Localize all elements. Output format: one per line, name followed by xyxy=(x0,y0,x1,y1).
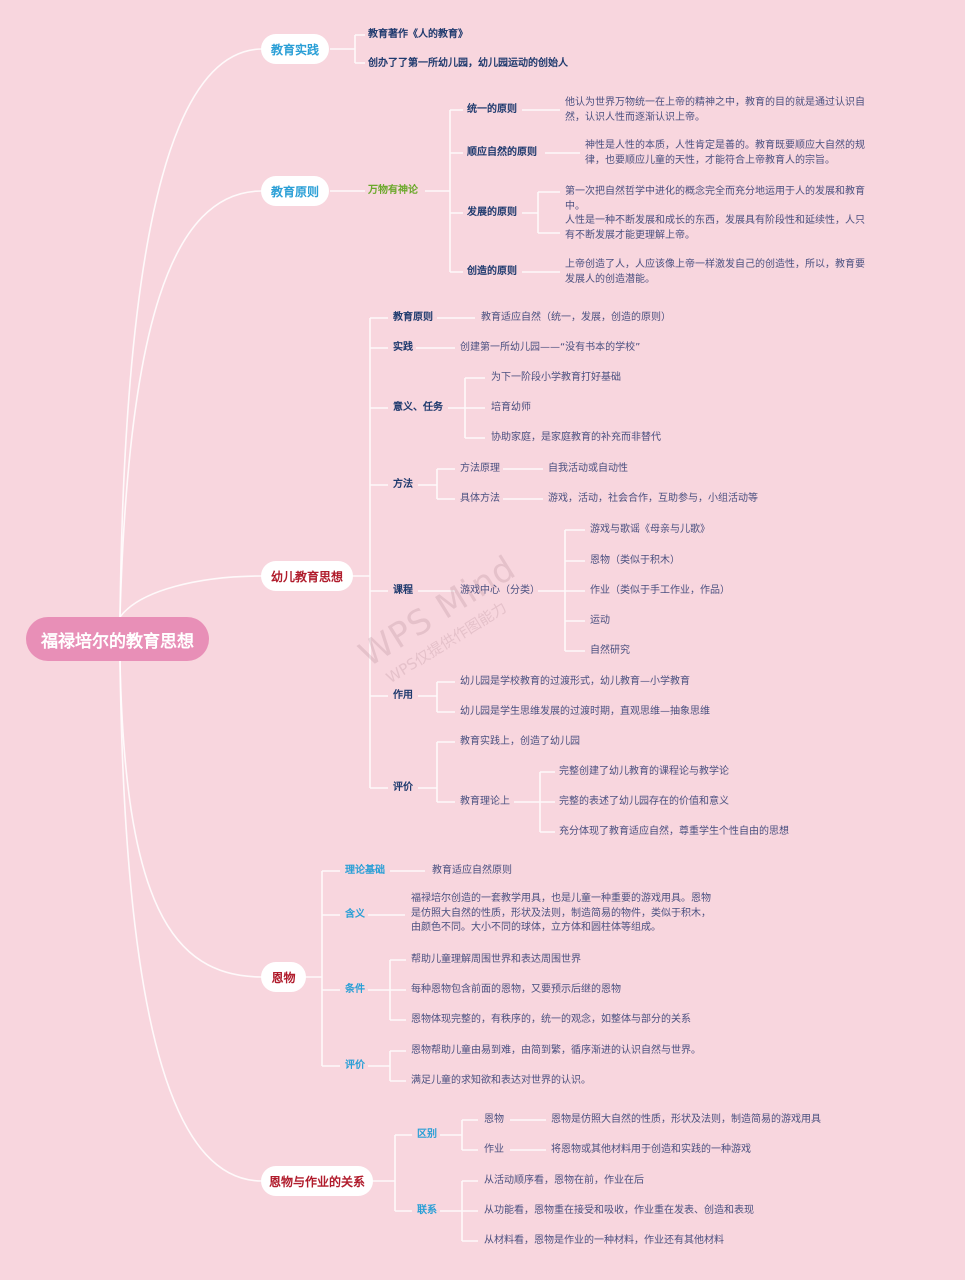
kg-course-label[interactable]: 课程 xyxy=(393,585,413,596)
kg-method-sub[interactable]: 具体方法 xyxy=(460,493,500,504)
kg-meaning-label[interactable]: 意义、任务 xyxy=(393,402,443,413)
gifts-condition-item[interactable]: 帮助儿童理解周围世界和表达周围世界 xyxy=(411,954,581,965)
gifts-condition-item[interactable]: 恩物体现完整的，有秩序的，统一的观念，如整体与部分的关系 xyxy=(411,1014,691,1025)
kg-meaning-item[interactable]: 协助家庭，是家庭教育的补充而非替代 xyxy=(491,432,661,443)
kg-method-sub[interactable]: 方法原理 xyxy=(460,463,500,474)
relation-diff-label[interactable]: 区别 xyxy=(417,1129,437,1140)
kg-eval-label[interactable]: 评价 xyxy=(393,782,413,793)
relation-conn-item[interactable]: 从材料看，恩物是作业的一种材料，作业还有其他材料 xyxy=(484,1235,724,1246)
kg-course-item[interactable]: 游戏与歌谣《母亲与儿歌》 xyxy=(590,524,710,535)
kg-principle-text[interactable]: 教育适应自然（统一，发展，创造的原则） xyxy=(481,312,671,323)
gifts-basis-text[interactable]: 教育适应自然原则 xyxy=(432,865,512,876)
kg-method-text[interactable]: 游戏，活动，社会合作，互助参与，小组活动等 xyxy=(548,493,758,504)
relation-conn-item[interactable]: 从功能看，恩物重在接受和吸收，作业重在发表、创造和表现 xyxy=(484,1205,754,1216)
branch-practice[interactable]: 教育实践 xyxy=(261,34,329,64)
gifts-eval-item[interactable]: 满足儿童的求知欲和表达对世界的认识。 xyxy=(411,1075,591,1086)
relation-diff-sub[interactable]: 恩物 xyxy=(484,1114,504,1125)
kg-course-item[interactable]: 恩物（类似于积木） xyxy=(590,555,680,566)
kg-course-center[interactable]: 游戏中心（分类） xyxy=(460,585,540,596)
practice-item[interactable]: 创办了了第一所幼儿园，幼儿园运动的创始人 xyxy=(368,58,568,69)
gifts-eval-label[interactable]: 评价 xyxy=(345,1060,365,1071)
kg-practice-text[interactable]: 创建第一所幼儿园——“没有书本的学校” xyxy=(460,342,641,353)
kg-eval-theory-item[interactable]: 充分体现了教育适应自然，尊重学生个性自由的思想 xyxy=(559,826,789,837)
kg-eval-practice[interactable]: 教育实践上，创造了幼儿园 xyxy=(460,736,580,747)
kg-practice-label[interactable]: 实践 xyxy=(393,342,413,353)
kg-course-item[interactable]: 运动 xyxy=(590,615,610,626)
gifts-meaning-label[interactable]: 含义 xyxy=(345,909,365,920)
kg-role-item[interactable]: 幼儿园是学生思维发展的过渡时期，直观思维—抽象思维 xyxy=(460,706,710,717)
kg-eval-theory-item[interactable]: 完整的表述了幼儿园存在的价值和意义 xyxy=(559,796,729,807)
root-node[interactable]: 福禄培尔的教育思想 xyxy=(26,617,209,661)
kg-eval-theory[interactable]: 教育理论上 xyxy=(460,796,510,807)
gifts-conditions-label[interactable]: 条件 xyxy=(345,984,365,995)
principle-text[interactable]: 第一次把自然哲学中进化的概念完全而充分地运用于人的发展和教育中。 xyxy=(565,186,865,212)
pantheism-node[interactable]: 万物有神论 xyxy=(368,185,418,196)
relation-conn-item[interactable]: 从活动顺序看，恩物在前，作业在后 xyxy=(484,1175,644,1186)
kg-principle-label[interactable]: 教育原则 xyxy=(393,312,433,323)
branch-gifts[interactable]: 恩物 xyxy=(261,962,306,992)
principle-label[interactable]: 发展的原则 xyxy=(467,207,517,218)
principle-text[interactable]: 人性是一种不断发展和成长的东西，发展具有阶段性和延续性，人只有不断发展才能更理解… xyxy=(565,215,865,241)
kg-course-item[interactable]: 作业（类似于手工作业，作品） xyxy=(590,585,730,596)
gifts-condition-item[interactable]: 每种恩物包含前面的恩物，又要预示后继的恩物 xyxy=(411,984,621,995)
kg-method-text[interactable]: 自我活动或自动性 xyxy=(548,463,628,474)
kg-role-label[interactable]: 作用 xyxy=(393,690,413,701)
principle-text[interactable]: 神性是人性的本质，人性肯定是善的。教育既要顺应大自然的规律，也要顺应儿童的天性，… xyxy=(585,140,865,166)
kg-meaning-item[interactable]: 为下一阶段小学教育打好基础 xyxy=(491,372,621,383)
branch-relation[interactable]: 恩物与作业的关系 xyxy=(261,1166,373,1196)
principle-label[interactable]: 顺应自然的原则 xyxy=(467,147,537,158)
kg-eval-theory-item[interactable]: 完整创建了幼儿教育的课程论与教学论 xyxy=(559,766,729,777)
branch-principles[interactable]: 教育原则 xyxy=(261,176,329,206)
principle-label[interactable]: 统一的原则 xyxy=(467,104,517,115)
kg-course-item[interactable]: 自然研究 xyxy=(590,645,630,656)
kg-role-item[interactable]: 幼儿园是学校教育的过渡形式，幼儿教育—小学教育 xyxy=(460,676,690,687)
gifts-meaning-text[interactable]: 福禄培尔创造的一套教学用具，也是儿童一种重要的游戏用具。恩物是仿照大自然的性质，… xyxy=(411,893,711,933)
practice-item[interactable]: 教育著作《人的教育》 xyxy=(368,29,468,40)
gifts-basis-label[interactable]: 理论基础 xyxy=(345,865,385,876)
relation-diff-sub[interactable]: 作业 xyxy=(484,1144,504,1155)
relation-diff-text[interactable]: 将恩物或其他材料用于创造和实践的一种游戏 xyxy=(551,1144,751,1155)
relation-conn-label[interactable]: 联系 xyxy=(417,1205,437,1216)
branch-kindergarten[interactable]: 幼儿教育思想 xyxy=(261,561,353,591)
kg-meaning-item[interactable]: 培育幼师 xyxy=(491,402,531,413)
relation-diff-text[interactable]: 恩物是仿照大自然的性质，形状及法则，制造简易的游戏用具 xyxy=(551,1114,821,1125)
principle-text[interactable]: 上帝创造了人，人应该像上帝一样激发自己的创造性，所以，教育要发展人的创造潜能。 xyxy=(565,259,865,285)
principle-label[interactable]: 创造的原则 xyxy=(467,266,517,277)
principle-text[interactable]: 他认为世界万物统一在上帝的精神之中，教育的目的就是通过认识自然，认识人性而逐渐认… xyxy=(565,97,865,123)
gifts-eval-item[interactable]: 恩物帮助儿童由易到难，由简到繁，循序渐进的认识自然与世界。 xyxy=(411,1045,701,1056)
kg-method-label[interactable]: 方法 xyxy=(393,479,413,490)
